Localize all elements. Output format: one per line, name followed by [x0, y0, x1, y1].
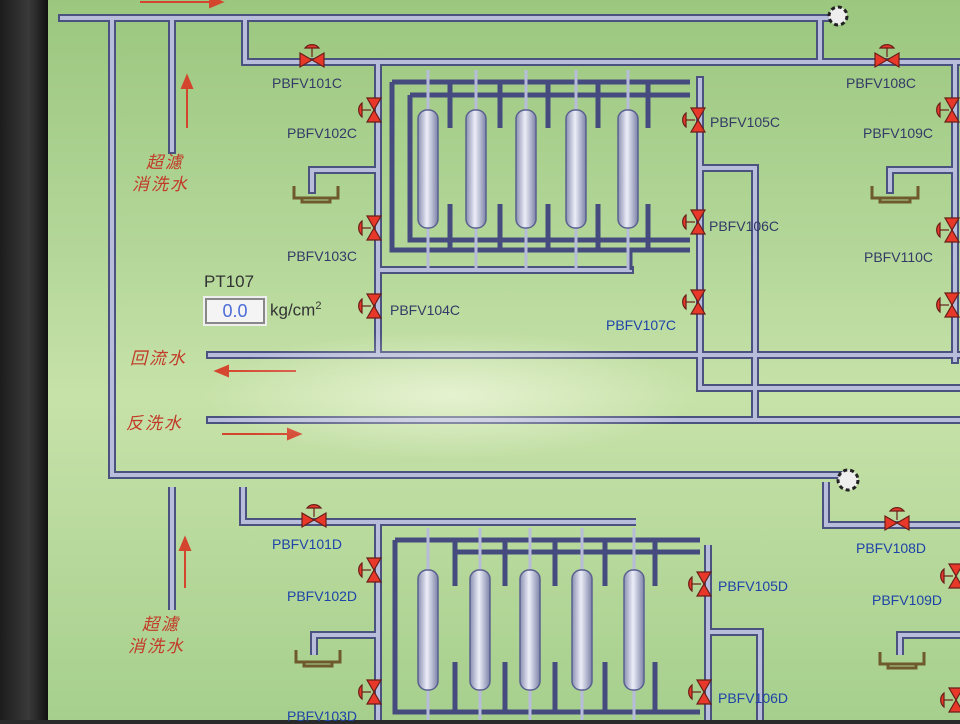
pressure-value-display[interactable]: 0.0 [203, 296, 267, 326]
valve-label-pbfv108d[interactable]: PBFV108D [856, 540, 927, 556]
valve-label-pbfv104c[interactable]: PBFV104C [390, 302, 461, 318]
valve-label-pbfv101d[interactable]: PBFV101D [272, 536, 343, 552]
valve-label-pbfv110c[interactable]: PBFV110C [864, 249, 933, 265]
valve-label-pbfv109c[interactable]: PBFV109C [863, 125, 934, 141]
pressure-tag: PT107 [204, 272, 255, 291]
valve-label-pbfv103c[interactable]: PBFV103C [287, 248, 358, 264]
valve-label-pbfv106d[interactable]: PBFV106D [718, 690, 789, 706]
uf-wash-water-label-lower: 超濾 消洗水 [128, 615, 185, 656]
valve-label-pbfv108c[interactable]: PBFV108C [846, 75, 917, 91]
valve-label-pbfv109d[interactable]: PBFV109D [872, 592, 943, 608]
pressure-unit: kg/cm2 [270, 300, 322, 320]
monitor-bezel [0, 0, 48, 720]
valve-label-pbfv102c[interactable]: PBFV102C [287, 125, 358, 141]
pipe-network-upper [58, 14, 960, 479]
valve-label-pbfv105d[interactable]: PBFV105D [718, 578, 789, 594]
valve-label-pbfv102d[interactable]: PBFV102D [287, 588, 358, 604]
backwash-water-label: 反洗水 [126, 414, 183, 433]
valve-label-pbfv106c[interactable]: PBFV106C [709, 218, 780, 234]
valve-label-pbfv107c[interactable]: PBFV107C [606, 317, 677, 333]
return-water-label: 回流水 [130, 349, 187, 368]
valve-label-pbfv103d[interactable]: PBFV103D [287, 708, 358, 724]
valve-label-pbfv105c[interactable]: PBFV105C [710, 114, 781, 130]
valve-label-pbfv101c[interactable]: PBFV101C [272, 75, 343, 91]
pipe-junction-icon [827, 5, 860, 492]
membrane-rack-lower [392, 528, 700, 720]
membrane-rack-upper [389, 70, 690, 270]
valve-icon[interactable] [299, 44, 960, 713]
uf-wash-water-label-upper: 超濾 消洗水 [132, 153, 189, 194]
drain-basin-icon [292, 186, 926, 670]
